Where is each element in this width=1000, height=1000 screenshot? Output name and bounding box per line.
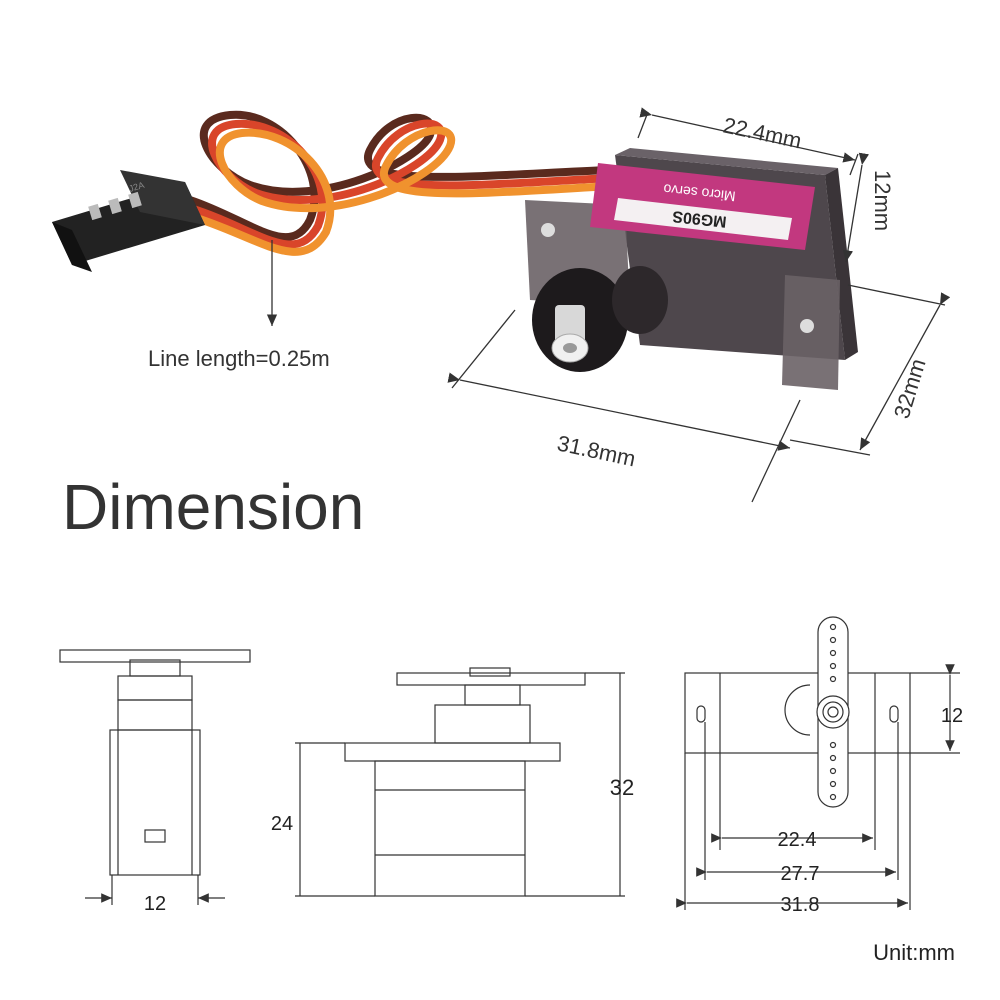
top-dim-a-label: 22.4 (778, 829, 817, 851)
front-view-drawing (295, 667, 625, 897)
length-label: 31.8mm (555, 430, 638, 471)
photo-dimension-lines (266, 107, 951, 503)
front-total-label: 32 (610, 775, 634, 800)
connector-mark: J2A (128, 180, 146, 194)
depth-label: 32mm (889, 356, 931, 422)
unit-note: Unit:mm (873, 940, 955, 965)
servo-cable (186, 110, 618, 256)
servo-model-text: MG90S (671, 207, 727, 230)
top-dim-c-label: 31.8 (781, 894, 820, 916)
height-label: 12mm (870, 170, 895, 231)
front-height-label: 24 (271, 813, 293, 835)
line-length-label: Line length=0.25m (148, 346, 330, 371)
servo-body: Micro servo MG90S (525, 148, 858, 390)
servo-sub-text: Micro servo (662, 181, 736, 204)
servo-connector: J2A (52, 170, 205, 272)
page-title: Dimension (62, 471, 365, 543)
side-width-label: 12 (144, 893, 166, 915)
top-height-label: 12 (941, 705, 963, 727)
top-view-drawing (676, 616, 960, 910)
top-dim-b-label: 27.7 (781, 863, 820, 885)
width-label: 22.4mm (721, 112, 804, 153)
side-view-drawing (59, 649, 251, 905)
